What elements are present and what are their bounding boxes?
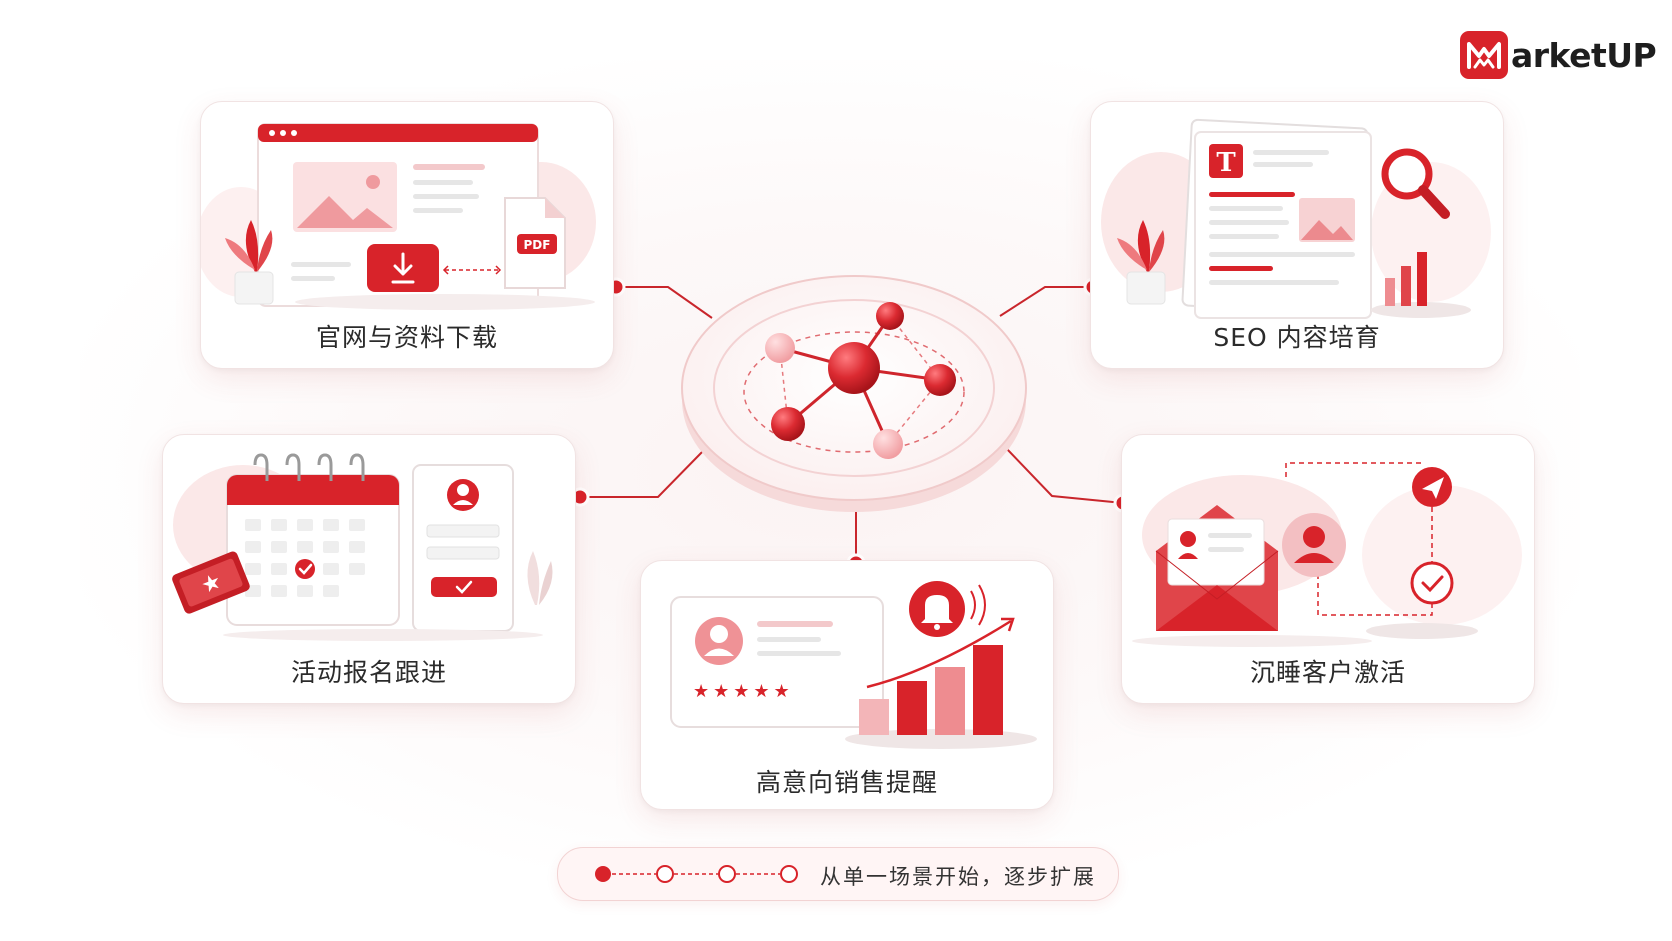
scenario-card-website-download[interactable]: PDF 官网与资料下载 — [200, 101, 614, 369]
network-hub-icon — [681, 275, 1027, 512]
footer-progress-pill: 从单一场景开始，逐步扩展 — [557, 847, 1119, 901]
progress-step-inactive — [780, 865, 798, 883]
reactivation-mail-icon — [1132, 462, 1522, 647]
progress-steps — [595, 865, 798, 883]
progress-step-active — [595, 866, 611, 882]
brand-logo: arketUP — [1460, 30, 1657, 80]
seo-document-icon: T — [1101, 118, 1491, 319]
brand-name: arketUP — [1511, 35, 1657, 75]
scenario-card-seo-content[interactable]: T SEO 内容培育 — [1090, 101, 1504, 369]
scenario-card-event-followup[interactable]: ★ 活动报名跟进 — [162, 434, 576, 704]
website-download-icon: PDF — [201, 123, 596, 310]
marketup-m-icon — [1460, 31, 1508, 79]
scenario-card-reactivation[interactable]: 沉睡客户激活 — [1121, 434, 1535, 704]
sales-alert-icon: ★★★★★ — [670, 581, 1037, 749]
pdf-badge-text: PDF — [524, 238, 551, 252]
progress-step-inactive — [656, 865, 674, 883]
rating-stars: ★★★★★ — [693, 681, 794, 702]
scenario-card-sales-alert[interactable]: ★★★★★ 高意向销售提醒 — [640, 560, 1054, 810]
scenario-label-sales-alert: 高意向销售提醒 — [755, 768, 938, 797]
footer-text: 从单一场景开始，逐步扩展 — [820, 865, 1096, 889]
scenario-label-seo-content: SEO 内容培育 — [1213, 323, 1381, 352]
event-calendar-icon: ★ — [172, 453, 553, 641]
scenario-label-event-followup: 活动报名跟进 — [290, 658, 447, 687]
doc-letter-t: T — [1216, 148, 1236, 178]
progress-step-inactive — [718, 865, 736, 883]
scenario-label-website-download: 官网与资料下载 — [315, 323, 498, 352]
scenario-label-reactivation: 沉睡客户激活 — [1249, 658, 1406, 687]
